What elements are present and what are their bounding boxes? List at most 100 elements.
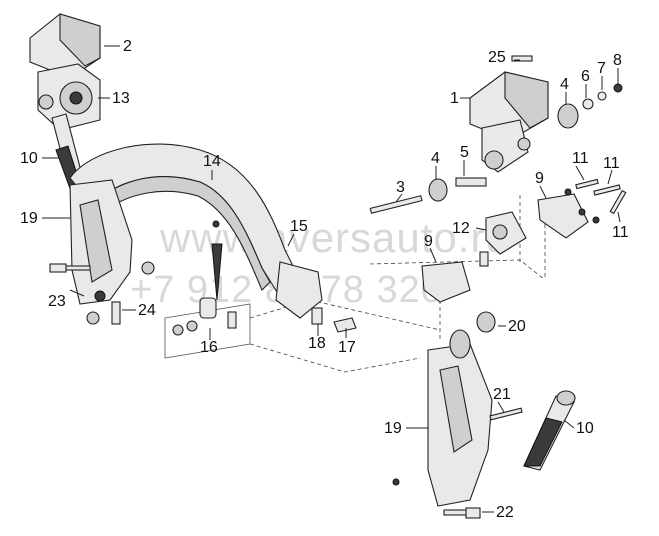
bushing-housing	[37, 63, 101, 131]
right-side-plate	[427, 329, 493, 507]
callout-10-right: 10	[576, 420, 594, 437]
bracket-1-flange	[504, 71, 549, 129]
arm-14-end-bracket	[275, 261, 323, 319]
bracket-9-right	[537, 193, 589, 239]
assembly-guides	[164, 195, 546, 373]
bolt-21	[489, 407, 523, 421]
nut-24	[86, 311, 100, 325]
callout-7: 7	[597, 60, 606, 77]
callout-22: 22	[496, 504, 514, 521]
washer-6	[582, 98, 594, 110]
washer-7	[597, 91, 607, 101]
bracket-2-flange	[59, 13, 101, 67]
nut-22	[392, 478, 400, 486]
bracket-1-boss	[484, 150, 504, 170]
upper-right-bracket	[469, 55, 549, 173]
nut-11b	[578, 208, 586, 216]
plate-19-left-hole	[94, 290, 106, 302]
left-hardware	[49, 261, 155, 325]
screw-25	[511, 55, 533, 62]
plate-19-right-eye	[449, 329, 471, 359]
bolt-23-head	[49, 263, 67, 273]
upper-left-bracket	[29, 13, 101, 79]
callout-17: 17	[338, 339, 356, 356]
callout-13: 13	[112, 90, 130, 107]
bolt-11c	[609, 189, 627, 215]
nut-8	[613, 83, 623, 93]
callout-19-left: 19	[20, 210, 38, 227]
bolt-17	[333, 317, 357, 333]
plate-19-right-rib	[439, 365, 473, 453]
left-side-plate	[69, 179, 133, 305]
nut-11c	[592, 216, 600, 224]
callout-3: 3	[396, 179, 405, 196]
callout-11-a: 11	[572, 150, 589, 167]
bushing-20-body	[476, 311, 496, 333]
callout-4-upper: 4	[560, 76, 569, 93]
washer-16a	[172, 324, 184, 336]
nut-11a	[564, 188, 572, 196]
callout-2: 2	[123, 38, 132, 55]
callout-4-lower: 4	[431, 150, 440, 167]
bushing-stack	[369, 83, 623, 214]
bolt-24	[111, 301, 121, 325]
arm-14-lower-face	[91, 176, 271, 291]
plate-19-left-rib	[79, 199, 113, 283]
callout-19-right: 19	[384, 420, 402, 437]
callout-9-right: 9	[535, 170, 544, 187]
callout-25: 25	[488, 49, 506, 66]
callout-15: 15	[290, 218, 308, 235]
pin-5	[455, 177, 487, 187]
bushing-4-lower	[428, 178, 448, 202]
bushing-4-upper	[557, 103, 579, 129]
pointer-16	[211, 243, 223, 301]
bolt-3	[369, 195, 423, 214]
curved-arm	[69, 143, 323, 319]
shock-10-right-boot	[523, 417, 563, 467]
callout-5: 5	[460, 144, 469, 161]
bolt-22-group	[392, 478, 481, 519]
callout-1: 1	[450, 90, 459, 107]
bolt-23-shank	[65, 265, 91, 271]
callout-16: 16	[200, 339, 218, 356]
bushing-13-bore	[69, 91, 83, 105]
bushing-20	[476, 311, 496, 333]
clamp-16	[199, 297, 217, 319]
bracket-1-pin	[517, 137, 531, 151]
callout-11-c: 11	[612, 224, 629, 241]
callout-labels: 2 13 10 19 23 24 14 15 16 18 17 25 1 4 6…	[20, 38, 629, 521]
callout-9-left: 9	[424, 233, 433, 250]
callout-24: 24	[138, 302, 156, 319]
callout-23: 23	[48, 293, 66, 310]
middle-hardware	[311, 307, 357, 333]
callout-14: 14	[203, 153, 221, 170]
nut-left	[141, 261, 155, 275]
hardware-group-16	[172, 243, 237, 336]
callout-11-b: 11	[603, 155, 620, 172]
right-shock-absorber	[489, 390, 576, 471]
brackets-9	[421, 193, 589, 303]
arm-14-hole	[212, 220, 220, 228]
bolt-head-13	[38, 94, 54, 110]
bolt-22-shank	[443, 509, 467, 516]
leader-lines	[42, 45, 621, 513]
mechanism-12	[479, 211, 527, 267]
callout-20: 20	[508, 318, 526, 335]
callout-8: 8	[613, 52, 622, 69]
washer-16b	[186, 320, 198, 332]
bolt-11a	[575, 178, 599, 190]
bracket-9-left	[421, 261, 471, 303]
bolt-22-head	[465, 507, 481, 519]
bolt-18	[311, 307, 323, 325]
callout-18: 18	[308, 335, 326, 352]
callout-6: 6	[581, 68, 590, 85]
mechanism-12-pin	[479, 251, 489, 267]
guide-line-b	[249, 343, 421, 373]
shock-10-right-eye	[556, 390, 576, 406]
mechanism-12-wheel	[492, 224, 508, 240]
callout-12: 12	[452, 220, 470, 237]
bolt-11b	[593, 184, 621, 196]
bolts-11	[564, 178, 627, 224]
